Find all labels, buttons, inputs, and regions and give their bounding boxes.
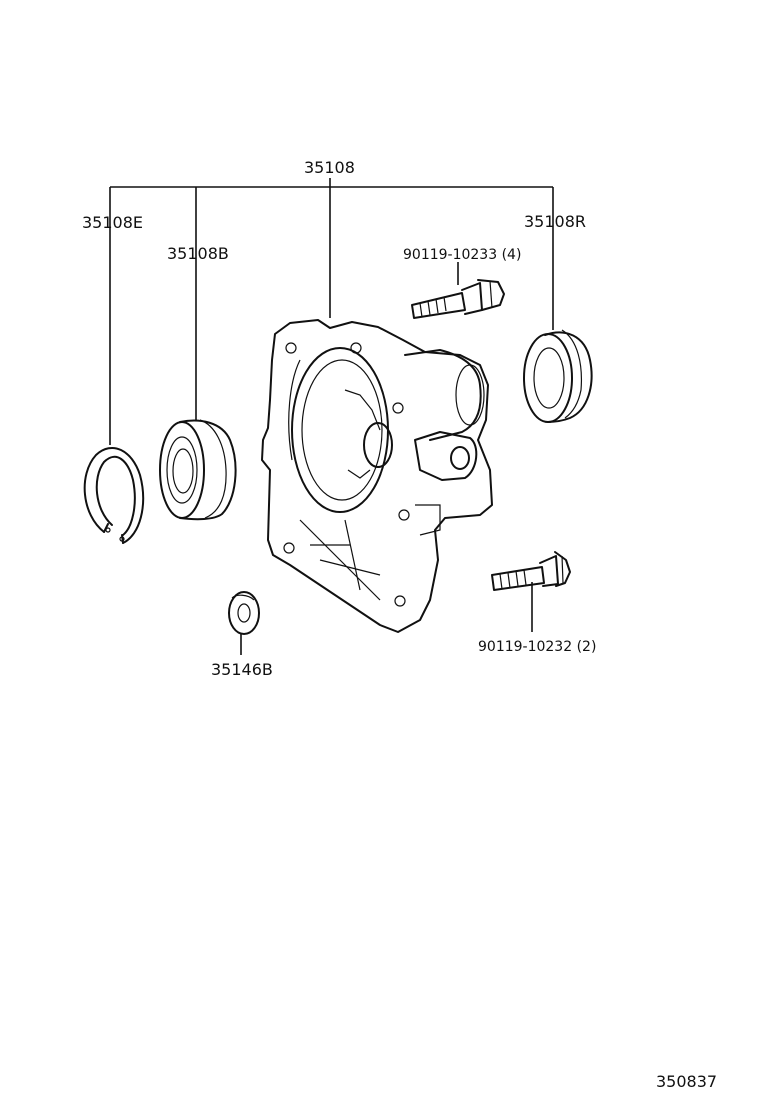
label-35146b: 35146B: [211, 660, 273, 679]
bolt-lower-part: [491, 551, 571, 591]
label-35108b: 35108B: [167, 244, 229, 263]
label-35108: 35108: [304, 158, 355, 177]
bolt-upper-part: [411, 279, 505, 319]
label-35108e: 35108E: [82, 213, 143, 232]
diagram-id: 350837: [656, 1072, 717, 1091]
oil-seal-part: [523, 329, 593, 423]
housing-part: [261, 319, 493, 633]
snap-ring-part: [83, 446, 145, 544]
label-bolt-lower: 90119-10232 (2): [478, 639, 596, 655]
bearing-part: [159, 419, 237, 521]
leader-lines: [109, 178, 554, 655]
label-bolt-upper: 90119-10233 (4): [403, 247, 521, 263]
label-35108r: 35108R: [524, 212, 586, 231]
washer-part: [228, 591, 260, 635]
